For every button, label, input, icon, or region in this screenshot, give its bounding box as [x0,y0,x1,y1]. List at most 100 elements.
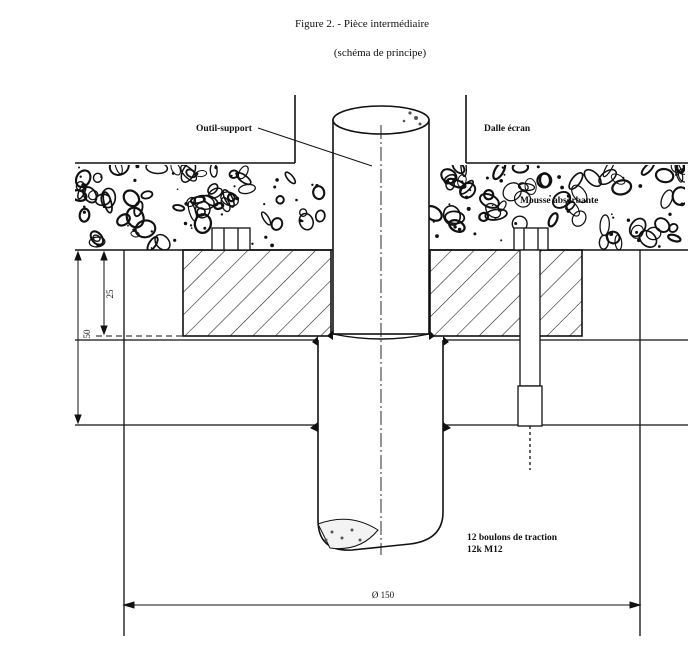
gravel-dot [557,175,561,179]
gravel-stone [92,172,103,183]
gravel-dot [132,228,136,232]
gravel-stone [440,168,458,185]
gravel-stone [130,230,140,238]
gravel-stone [140,190,154,200]
gravel-stone [478,211,490,223]
gravel-dot [173,238,177,242]
gravel-dot [457,227,462,232]
gravel-stone [459,182,477,199]
gravel-dot [298,219,302,223]
gravel-stone [237,165,249,180]
gravel-dot [311,183,314,186]
gravel-dot [657,245,661,248]
gravel-dot [195,172,199,176]
gravel-stone [551,190,572,209]
gravel-stone [298,212,314,231]
gravel-stone [459,179,474,195]
gravel-dot [176,188,179,191]
gravel-stone [547,212,559,228]
dimension-25-label: 25 [105,289,115,299]
gravel-dot [668,212,672,216]
gravel-stone [571,184,588,204]
gravel-dot [235,172,238,175]
gravel-stone [170,165,181,176]
figure-title: Figure 2. - Pièce intermédiaire [295,18,429,30]
gravel-stone [88,236,106,248]
gravel-stone [513,190,532,208]
gravel-stone [611,179,633,196]
gravel-dot [536,165,540,169]
gravel-stone [640,165,655,176]
gravel-stone [444,210,466,225]
gravel-dot [609,232,614,236]
gravel-dot [184,202,188,206]
gravel-dot [500,239,503,242]
gravel-dot [233,185,236,188]
gravel-stone [524,178,537,195]
gravel-stone [270,217,284,231]
gravel-dot [270,243,274,248]
gravel-dot [102,205,106,208]
gravel-stone [628,217,647,238]
gravel-stone [445,177,456,191]
gravel-stone [145,165,169,175]
gravel-dot [626,218,631,222]
gravel-stone [654,167,675,184]
gravel-dot [214,165,218,170]
gravel-dot [264,235,268,239]
lower-plate [75,250,688,636]
tool-leader-line [257,127,373,167]
gravel-dot [675,173,678,177]
gravel-dot [100,176,102,178]
gravel-stone [571,210,587,227]
gravel-dot [315,184,319,188]
gravel-stone [645,226,662,241]
gravel-stone [207,183,219,195]
gravel-dot [453,225,457,229]
gravel-stone [122,189,141,208]
gravel-dot [432,220,435,223]
intermediate-piece [182,249,583,337]
gravel-stone [133,200,144,218]
bolts-label: 12 boulons de traction [467,533,558,543]
gravel-dot [560,185,564,190]
gravel-stone [102,191,113,214]
gravel-dot [275,178,279,182]
figure-subtitle: (schéma de principe) [334,47,427,59]
gravel-stone [275,195,285,205]
gravel-stone [154,233,171,250]
gravel-stone [94,193,112,207]
gravel-stone [674,165,685,175]
gravel-dot [637,238,641,243]
gravel-dot [189,224,193,227]
gravel-stone [460,165,468,178]
gravel-dot [190,227,193,230]
gravel-dot [464,195,469,200]
gravel-stone [146,236,159,250]
gravel-dot [295,198,298,202]
gravel-dot [203,226,207,230]
gravel-stone [172,203,186,212]
gravel-dot [635,230,639,234]
gravel-stone [614,234,623,250]
gravel-stone [630,224,644,239]
gravel-stone [568,171,584,191]
gravel-dot [230,174,233,177]
gravel-dot [491,204,494,207]
gravel-dot [514,222,518,225]
gravel-dot [610,213,613,216]
gravel-stone [667,233,682,243]
gravel-dot [466,206,471,211]
gravel-stone [660,189,674,209]
traction-bolt [513,227,549,470]
gravel-stone [222,188,235,208]
gravel-stone [565,201,576,211]
gravel-dot [171,172,175,175]
gravel-dot [566,194,571,198]
gravel-stone [610,173,626,185]
hatched-block-right [429,249,583,337]
gravel-dot [494,218,497,221]
gravel-dot [503,173,506,176]
gravel-dot [448,203,451,206]
